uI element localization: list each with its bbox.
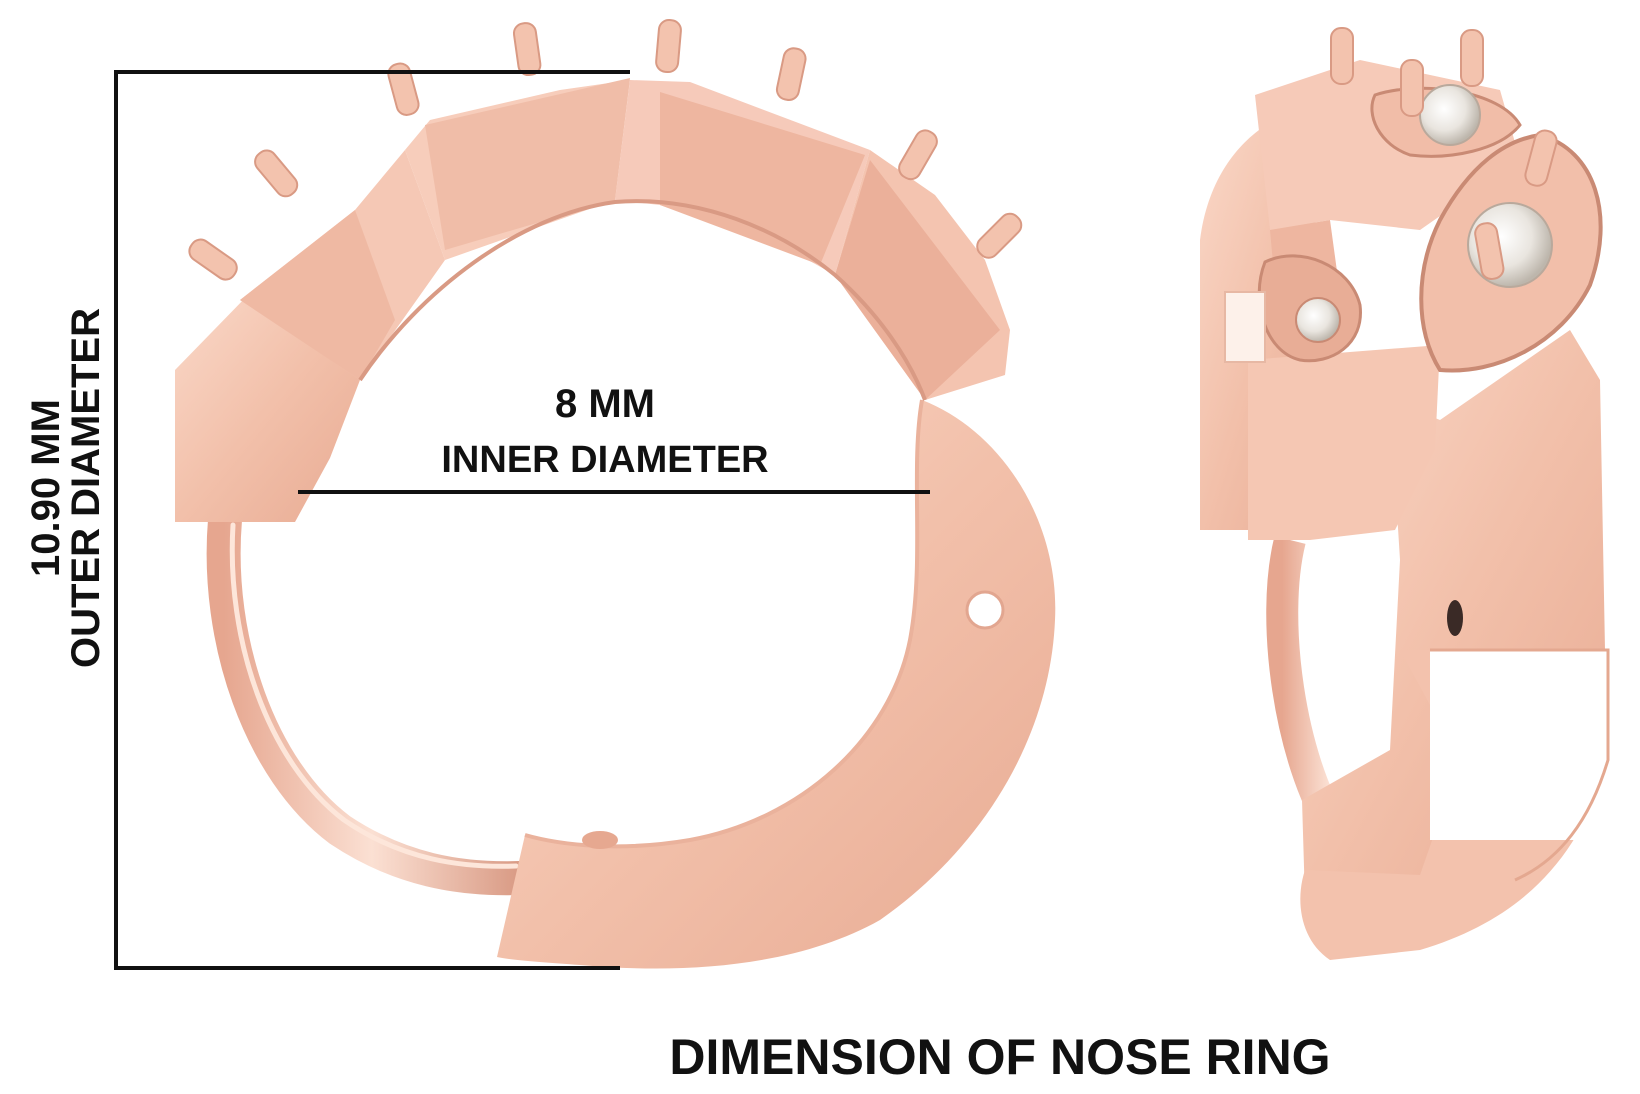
front-crown-segment-2-face <box>425 78 630 250</box>
front-ring-left-shoulder <box>175 295 360 522</box>
side-gem-top <box>1419 84 1481 146</box>
front-crown-segment-3-face <box>660 92 865 265</box>
side-ring-hole <box>1447 600 1463 636</box>
side-prongs <box>1330 27 1558 280</box>
front-crown-inner-edge <box>358 199 927 401</box>
side-ring-notch <box>1430 650 1610 840</box>
outer-diameter-bracket <box>114 70 630 970</box>
front-ring-band-edge <box>524 399 924 849</box>
side-view-ring <box>1200 27 1610 960</box>
inner-diameter-label: INNER DIAMETER <box>441 439 769 481</box>
front-ring-wire <box>206 518 521 896</box>
diagram-caption: DIMENSION OF NOSE RING <box>669 1029 1331 1085</box>
front-ring-band <box>497 400 1056 969</box>
front-ring-bump <box>582 831 618 849</box>
front-view-ring <box>175 18 1056 969</box>
side-ring-notch-edge <box>1430 648 1610 882</box>
inner-diameter-value: 8 MM <box>555 382 655 426</box>
side-ring-flange <box>1224 291 1266 363</box>
side-gem-small <box>1295 297 1341 343</box>
front-ring-hole <box>965 590 1005 630</box>
front-prongs <box>188 18 1023 281</box>
outer-diameter-label: OUTER DIAMETER <box>64 308 108 668</box>
outer-diameter-value: 10.90 MM <box>24 399 68 577</box>
outer-diameter-text-group: 10.90 MM OUTER DIAMETER <box>24 308 108 668</box>
side-ring-center-face <box>1248 345 1440 540</box>
front-crown-segment-4-face <box>835 160 1000 400</box>
front-crown-segment-1-face <box>240 210 395 380</box>
front-ring-wire-highlight <box>229 522 519 869</box>
dimension-lines <box>114 70 930 970</box>
